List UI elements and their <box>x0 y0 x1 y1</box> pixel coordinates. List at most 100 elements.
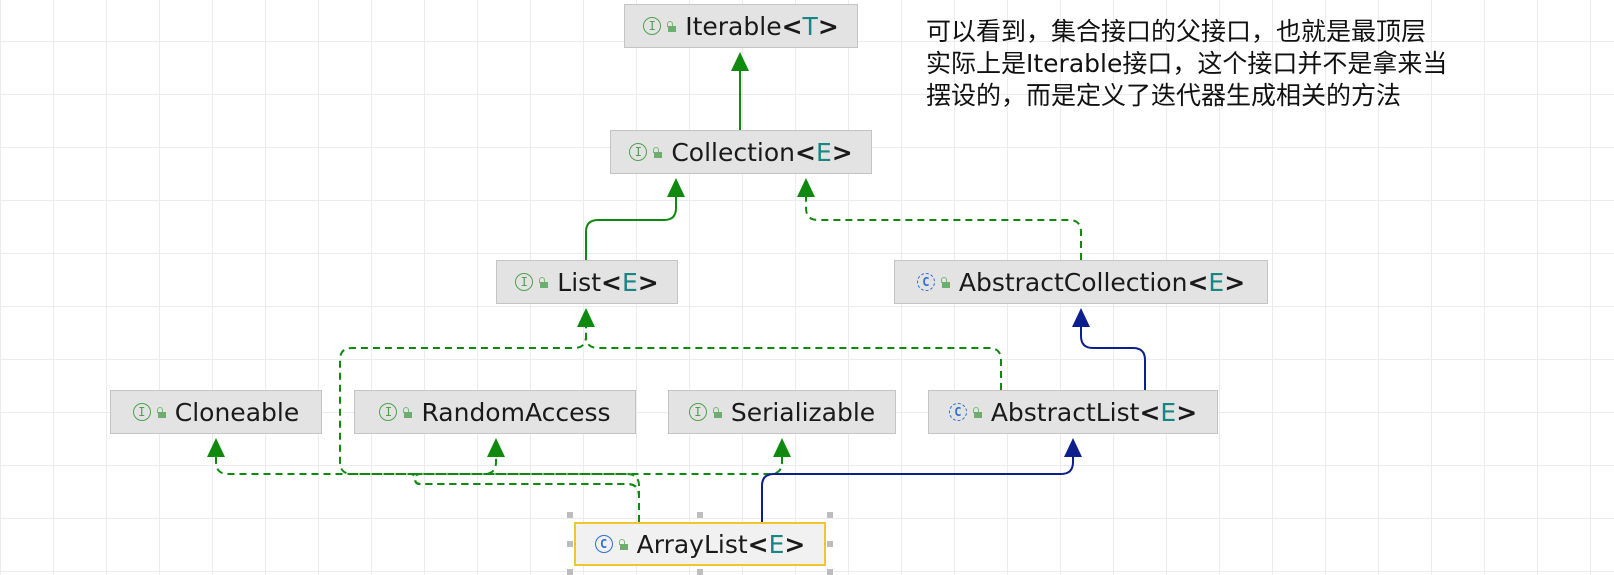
node-random-access[interactable]: I RandomAccess <box>354 390 636 434</box>
edge-array-list-to-list <box>339 324 640 522</box>
arrowhead-abstract-list <box>1064 438 1082 457</box>
interface-icon: I <box>629 143 648 161</box>
lock-icon <box>618 538 628 550</box>
type-bracket-close: > <box>784 529 806 559</box>
node-label: RandomAccess <box>421 398 610 427</box>
node-abstract-collection[interactable]: C AbstractCollection<E> <box>894 260 1268 304</box>
node-name: List <box>557 267 601 297</box>
selection-handle[interactable] <box>567 541 573 547</box>
edge-array-list-to-cloneable <box>215 454 640 522</box>
lock-icon <box>156 406 166 418</box>
interface-icon: I <box>515 273 534 291</box>
node-icons: I <box>688 403 722 421</box>
lock-icon <box>666 20 677 32</box>
arrowhead-abstract-collection <box>1072 308 1090 327</box>
type-bracket-open: < <box>1139 397 1161 427</box>
node-label: List<E> <box>557 268 658 297</box>
node-name: Serializable <box>730 397 876 427</box>
type-bracket-close: > <box>817 11 839 41</box>
interface-icon: I <box>379 403 398 421</box>
lock-icon <box>712 406 722 418</box>
type-bracket-open: < <box>794 137 816 167</box>
note-line: 摆设的，而是定义了迭代器生成相关的方法 <box>926 81 1402 110</box>
type-bracket-open: < <box>781 11 803 41</box>
node-name: Cloneable <box>174 397 300 427</box>
interface-icon: I <box>643 17 662 35</box>
edge-list-to-collection <box>585 194 677 260</box>
selection-handle[interactable] <box>697 512 703 518</box>
node-cloneable[interactable]: I Cloneable <box>110 390 322 434</box>
lock-icon <box>402 406 413 418</box>
arrowhead-collection <box>667 178 685 197</box>
arrowhead-serializable <box>773 438 791 457</box>
edge-abstract-collection-to-collection <box>805 194 1082 260</box>
node-icons: C <box>594 535 628 553</box>
node-label: AbstractList<E> <box>991 398 1197 427</box>
node-label: Serializable <box>731 398 875 427</box>
node-name: ArrayList <box>636 529 748 559</box>
note-line: 实际上是Iterable接口，这个接口并不是拿来当 <box>926 49 1448 78</box>
interface-icon: I <box>132 403 151 421</box>
node-name: RandomAccess <box>421 397 611 427</box>
selection-handle[interactable] <box>567 569 573 575</box>
node-abstract-list[interactable]: C AbstractList<E> <box>928 390 1218 434</box>
edge-array-list-to-random-access <box>413 454 640 522</box>
arrowhead-list <box>577 308 595 327</box>
node-icons: I <box>132 403 166 421</box>
type-param: E <box>1160 397 1177 427</box>
node-list[interactable]: I List<E> <box>496 260 678 304</box>
edge-array-list-to-serializable <box>413 454 783 522</box>
selection-handle[interactable] <box>827 512 833 518</box>
type-param: E <box>815 137 832 167</box>
type-bracket-close: > <box>831 137 853 167</box>
type-param: E <box>621 267 638 297</box>
node-icons: I <box>515 273 549 291</box>
type-bracket-close: > <box>637 267 659 297</box>
abstract-class-icon: C <box>948 403 967 421</box>
type-bracket-close: > <box>1224 267 1246 297</box>
type-param: E <box>1208 267 1225 297</box>
abstract-class-icon: C <box>916 273 935 291</box>
arrowhead-cloneable <box>207 438 225 457</box>
node-collection[interactable]: I Collection<E> <box>610 130 872 174</box>
type-bracket-open: < <box>747 529 769 559</box>
type-param: E <box>768 529 785 559</box>
type-bracket-close: > <box>1176 397 1198 427</box>
edge-array-list-to-abstract-list <box>761 454 1074 522</box>
lock-icon <box>538 276 549 288</box>
edge-abstract-list-to-list <box>585 324 1002 390</box>
lock-icon <box>652 146 663 158</box>
node-iterable[interactable]: I Iterable<T> <box>624 4 858 48</box>
note-line: 可以看到，集合接口的父接口，也就是最顶层 <box>926 17 1427 46</box>
type-bracket-open: < <box>1187 267 1209 297</box>
edge-abstract-list-to-abstract-collection <box>1080 324 1146 390</box>
node-serializable[interactable]: I Serializable <box>668 390 896 434</box>
node-name: Iterable <box>685 11 782 41</box>
annotation-note: 可以看到，集合接口的父接口，也就是最顶层 实际上是Iterable接口，这个接口… <box>926 16 1586 112</box>
node-label: ArrayList<E> <box>637 530 806 559</box>
class-icon: C <box>594 535 613 553</box>
node-label: Iterable<T> <box>685 12 839 41</box>
node-name: Collection <box>671 137 795 167</box>
selection-handle[interactable] <box>827 569 833 575</box>
arrowhead-random-access <box>487 438 505 457</box>
selection-handle[interactable] <box>827 541 833 547</box>
type-bracket-open: < <box>601 267 622 297</box>
node-icons: I <box>379 403 413 421</box>
type-param: T <box>802 11 818 41</box>
arrowhead-collection <box>797 178 815 197</box>
node-array-list[interactable]: C ArrayList<E> <box>574 522 826 566</box>
node-name: AbstractList <box>990 397 1140 427</box>
selection-handle[interactable] <box>697 569 703 575</box>
arrowhead-iterable <box>731 52 749 71</box>
node-icons: I <box>643 17 677 35</box>
node-icons: C <box>916 273 950 291</box>
node-icons: C <box>948 403 982 421</box>
node-label: Collection<E> <box>671 138 852 167</box>
selection-handle[interactable] <box>567 512 573 518</box>
interface-icon: I <box>688 403 707 421</box>
lock-icon <box>972 406 982 418</box>
node-icons: I <box>629 143 663 161</box>
lock-icon <box>940 276 950 288</box>
